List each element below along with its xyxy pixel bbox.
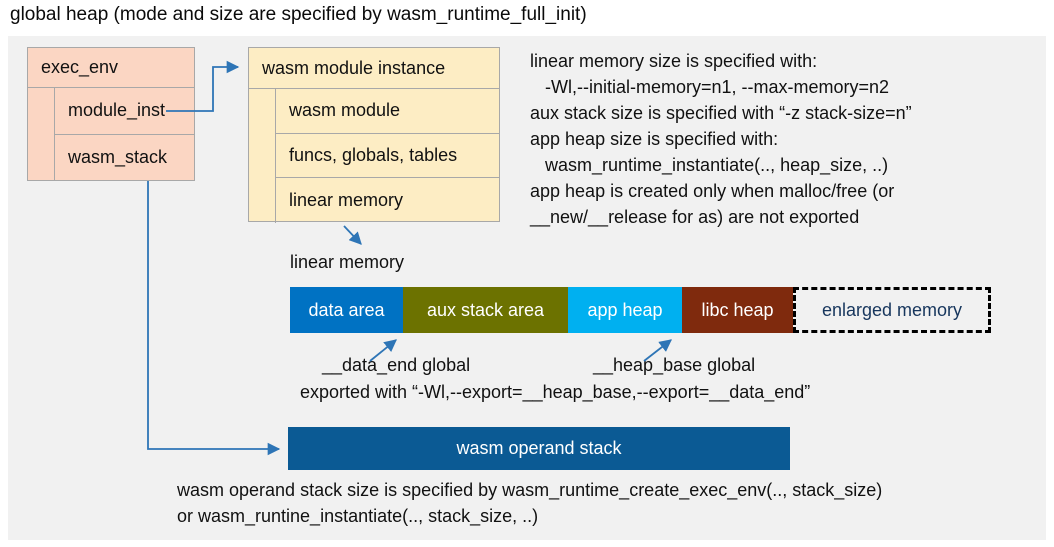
note-line: app heap is created only when malloc/fre… (530, 181, 895, 201)
exec-env-box: exec_env module_inst wasm_stack (27, 47, 195, 181)
note-line: linear memory size is specified with: (530, 51, 818, 71)
row-wasm-stack: wasm_stack (68, 147, 168, 168)
module-instance-body: wasm module funcs, globals, tables linea… (249, 89, 499, 223)
module-instance-header: wasm module instance (249, 48, 499, 89)
operand-stack-notes: wasm operand stack size is specified by … (177, 478, 882, 529)
row-wasm-module: wasm module (276, 89, 499, 134)
segment-data-area: data area (290, 287, 403, 333)
memory-size-notes: linear memory size is specified with: -W… (530, 48, 912, 230)
note-line: -Wl,--initial-memory=n1, --max-memory=n2 (530, 77, 890, 97)
note-line: wasm_runtime_instantiate(.., heap_size, … (530, 155, 889, 175)
exec-env-body: module_inst wasm_stack (28, 88, 194, 181)
module-instance-indent (249, 89, 275, 223)
heap-base-annotation: __heap_base global (593, 355, 756, 375)
linear-memory-bar: data area aux stack area app heap libc h… (290, 287, 994, 333)
note-line: wasm operand stack size is specified by … (177, 480, 883, 500)
segment-enlarged-memory: enlarged memory (793, 287, 991, 333)
note-line: aux stack size is specified with “-z sta… (530, 103, 912, 123)
row-module-inst: module_inst (55, 88, 194, 135)
row-linear-memory: linear memory (289, 189, 404, 210)
linear-memory-label: linear memory (290, 252, 405, 272)
row-funcs-globals-tables: funcs, globals, tables (276, 134, 499, 179)
exec-env-header: exec_env (28, 48, 194, 88)
segment-libc-heap: libc heap (682, 287, 793, 333)
export-annotation: exported with “-Wl,--export=__heap_base,… (300, 382, 811, 402)
diagram-title: global heap (mode and size are specified… (10, 4, 587, 25)
wasm-operand-stack-bar: wasm operand stack (288, 427, 790, 470)
data-end-annotation: __data_end global (322, 355, 471, 375)
note-line: app heap size is specified with: (530, 129, 779, 149)
module-instance-box: wasm module instance wasm module funcs, … (248, 47, 500, 223)
note-line: __new/__release for as) are not exported (530, 207, 860, 227)
segment-app-heap: app heap (568, 287, 682, 333)
segment-aux-stack-area: aux stack area (403, 287, 568, 333)
note-line: or wasm_runtine_instantiate(.., stack_si… (177, 505, 539, 526)
exec-env-indent (28, 88, 54, 181)
